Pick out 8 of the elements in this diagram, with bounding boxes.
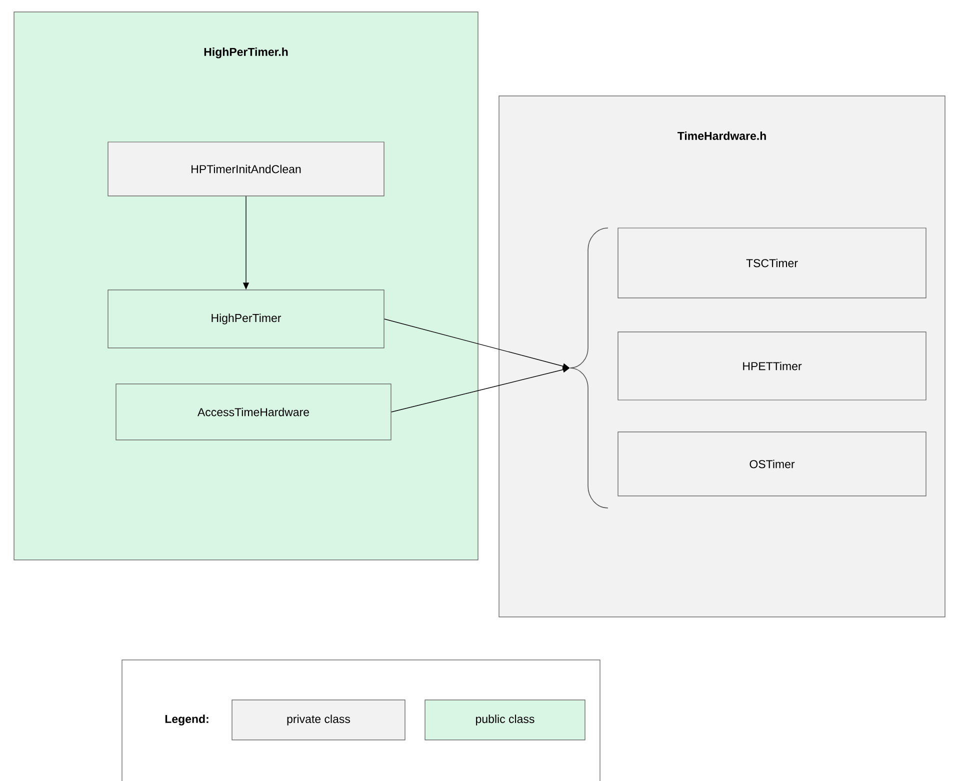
class-box: HPETTimer (618, 332, 926, 400)
curly-brace (570, 228, 608, 508)
class-box: HPTimerInitAndClean (108, 142, 384, 196)
class-box: TSCTimer (618, 228, 926, 298)
class-box: OSTimer (618, 432, 926, 496)
class-box: HighPerTimer (108, 290, 384, 348)
class-box: AccessTimeHardware (116, 384, 392, 440)
legend-title: Legend: (165, 714, 208, 726)
